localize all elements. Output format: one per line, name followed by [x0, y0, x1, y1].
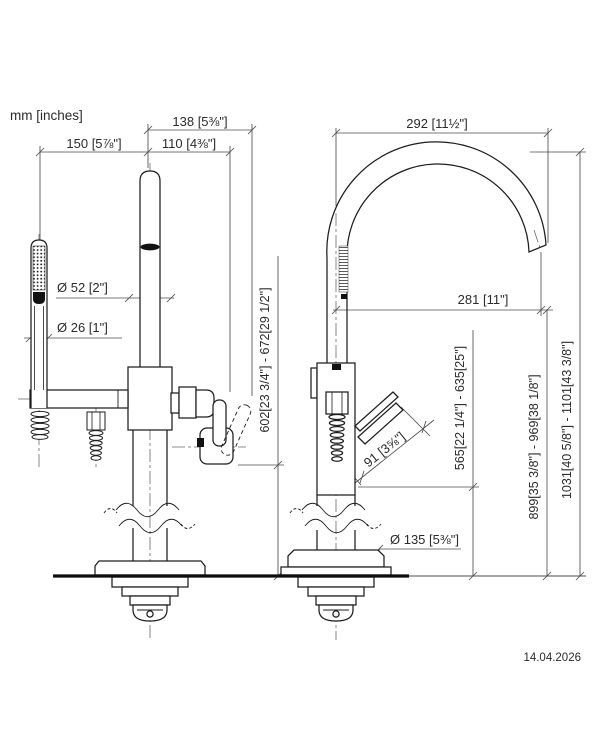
- lever-45deg: [354, 391, 404, 445]
- dim-width-150: 150 [5⅞"]: [66, 136, 121, 151]
- dim-height-1031-1101: 1031[40 5/8"] - 1101[43 3/8"]: [560, 341, 574, 499]
- dim-reach-281: 281 [11"]: [458, 292, 509, 307]
- dim-dia-26: Ø 26 [1"]: [57, 320, 108, 335]
- column-left: [103, 430, 196, 562]
- hose-coil-left: [30, 410, 50, 440]
- floor-mounting-right: [297, 576, 375, 622]
- right-view-faucet: [280, 141, 547, 622]
- base-plate-right: [280, 566, 392, 576]
- spout-arc: [326, 141, 547, 259]
- valve-body: [127, 366, 173, 431]
- base-plate-left: [94, 560, 206, 576]
- diverter-knob: [170, 386, 215, 419]
- lever-pin: [212, 399, 227, 447]
- hand-shower-knurl: [32, 245, 46, 291]
- units-note: mm [inches]: [10, 108, 83, 123]
- dim-width-110: 110 [4⅜"]: [162, 136, 216, 151]
- dim-width-138: 138 [5⅜"]: [172, 114, 227, 129]
- dim-height-899-969: 899[35 3/8"] - 969[38 1/8"]: [527, 374, 541, 519]
- drawing-date: 14.04.2026: [523, 652, 581, 664]
- left-view-faucet: [29, 170, 252, 622]
- hose-connector: [86, 411, 106, 461]
- riser-ring-detail: [140, 243, 160, 251]
- dim-height-565-635: 565[22 1/4"] - 635[25"]: [453, 346, 467, 470]
- hand-shower-arm: [29, 389, 129, 409]
- spout-grip-texture: [338, 245, 349, 293]
- base-plate-right-top: [287, 549, 385, 568]
- labels: mm [inches] 150 [5⅞"] 138 [5⅜"] 110 [4⅜"…: [10, 108, 581, 664]
- lever-pin-swung-dashed: [220, 404, 252, 456]
- dimensions-left-view: [24, 124, 284, 581]
- floor-mounting-left: [111, 576, 189, 622]
- column-right: [289, 495, 382, 550]
- dim-dia-135: Ø 135 [5⅜"]: [390, 532, 459, 547]
- hand-shower-nozzle: [33, 292, 45, 304]
- dimensions-right-view: [331, 128, 586, 581]
- hose-connector-right: [325, 391, 349, 462]
- dim-width-292: 292 [11½"]: [406, 116, 467, 131]
- dim-dia-52: Ø 52 [2"]: [57, 280, 108, 295]
- dim-height-602-672: 602[23 3/4"] - 672[29 1/2"]: [258, 287, 272, 432]
